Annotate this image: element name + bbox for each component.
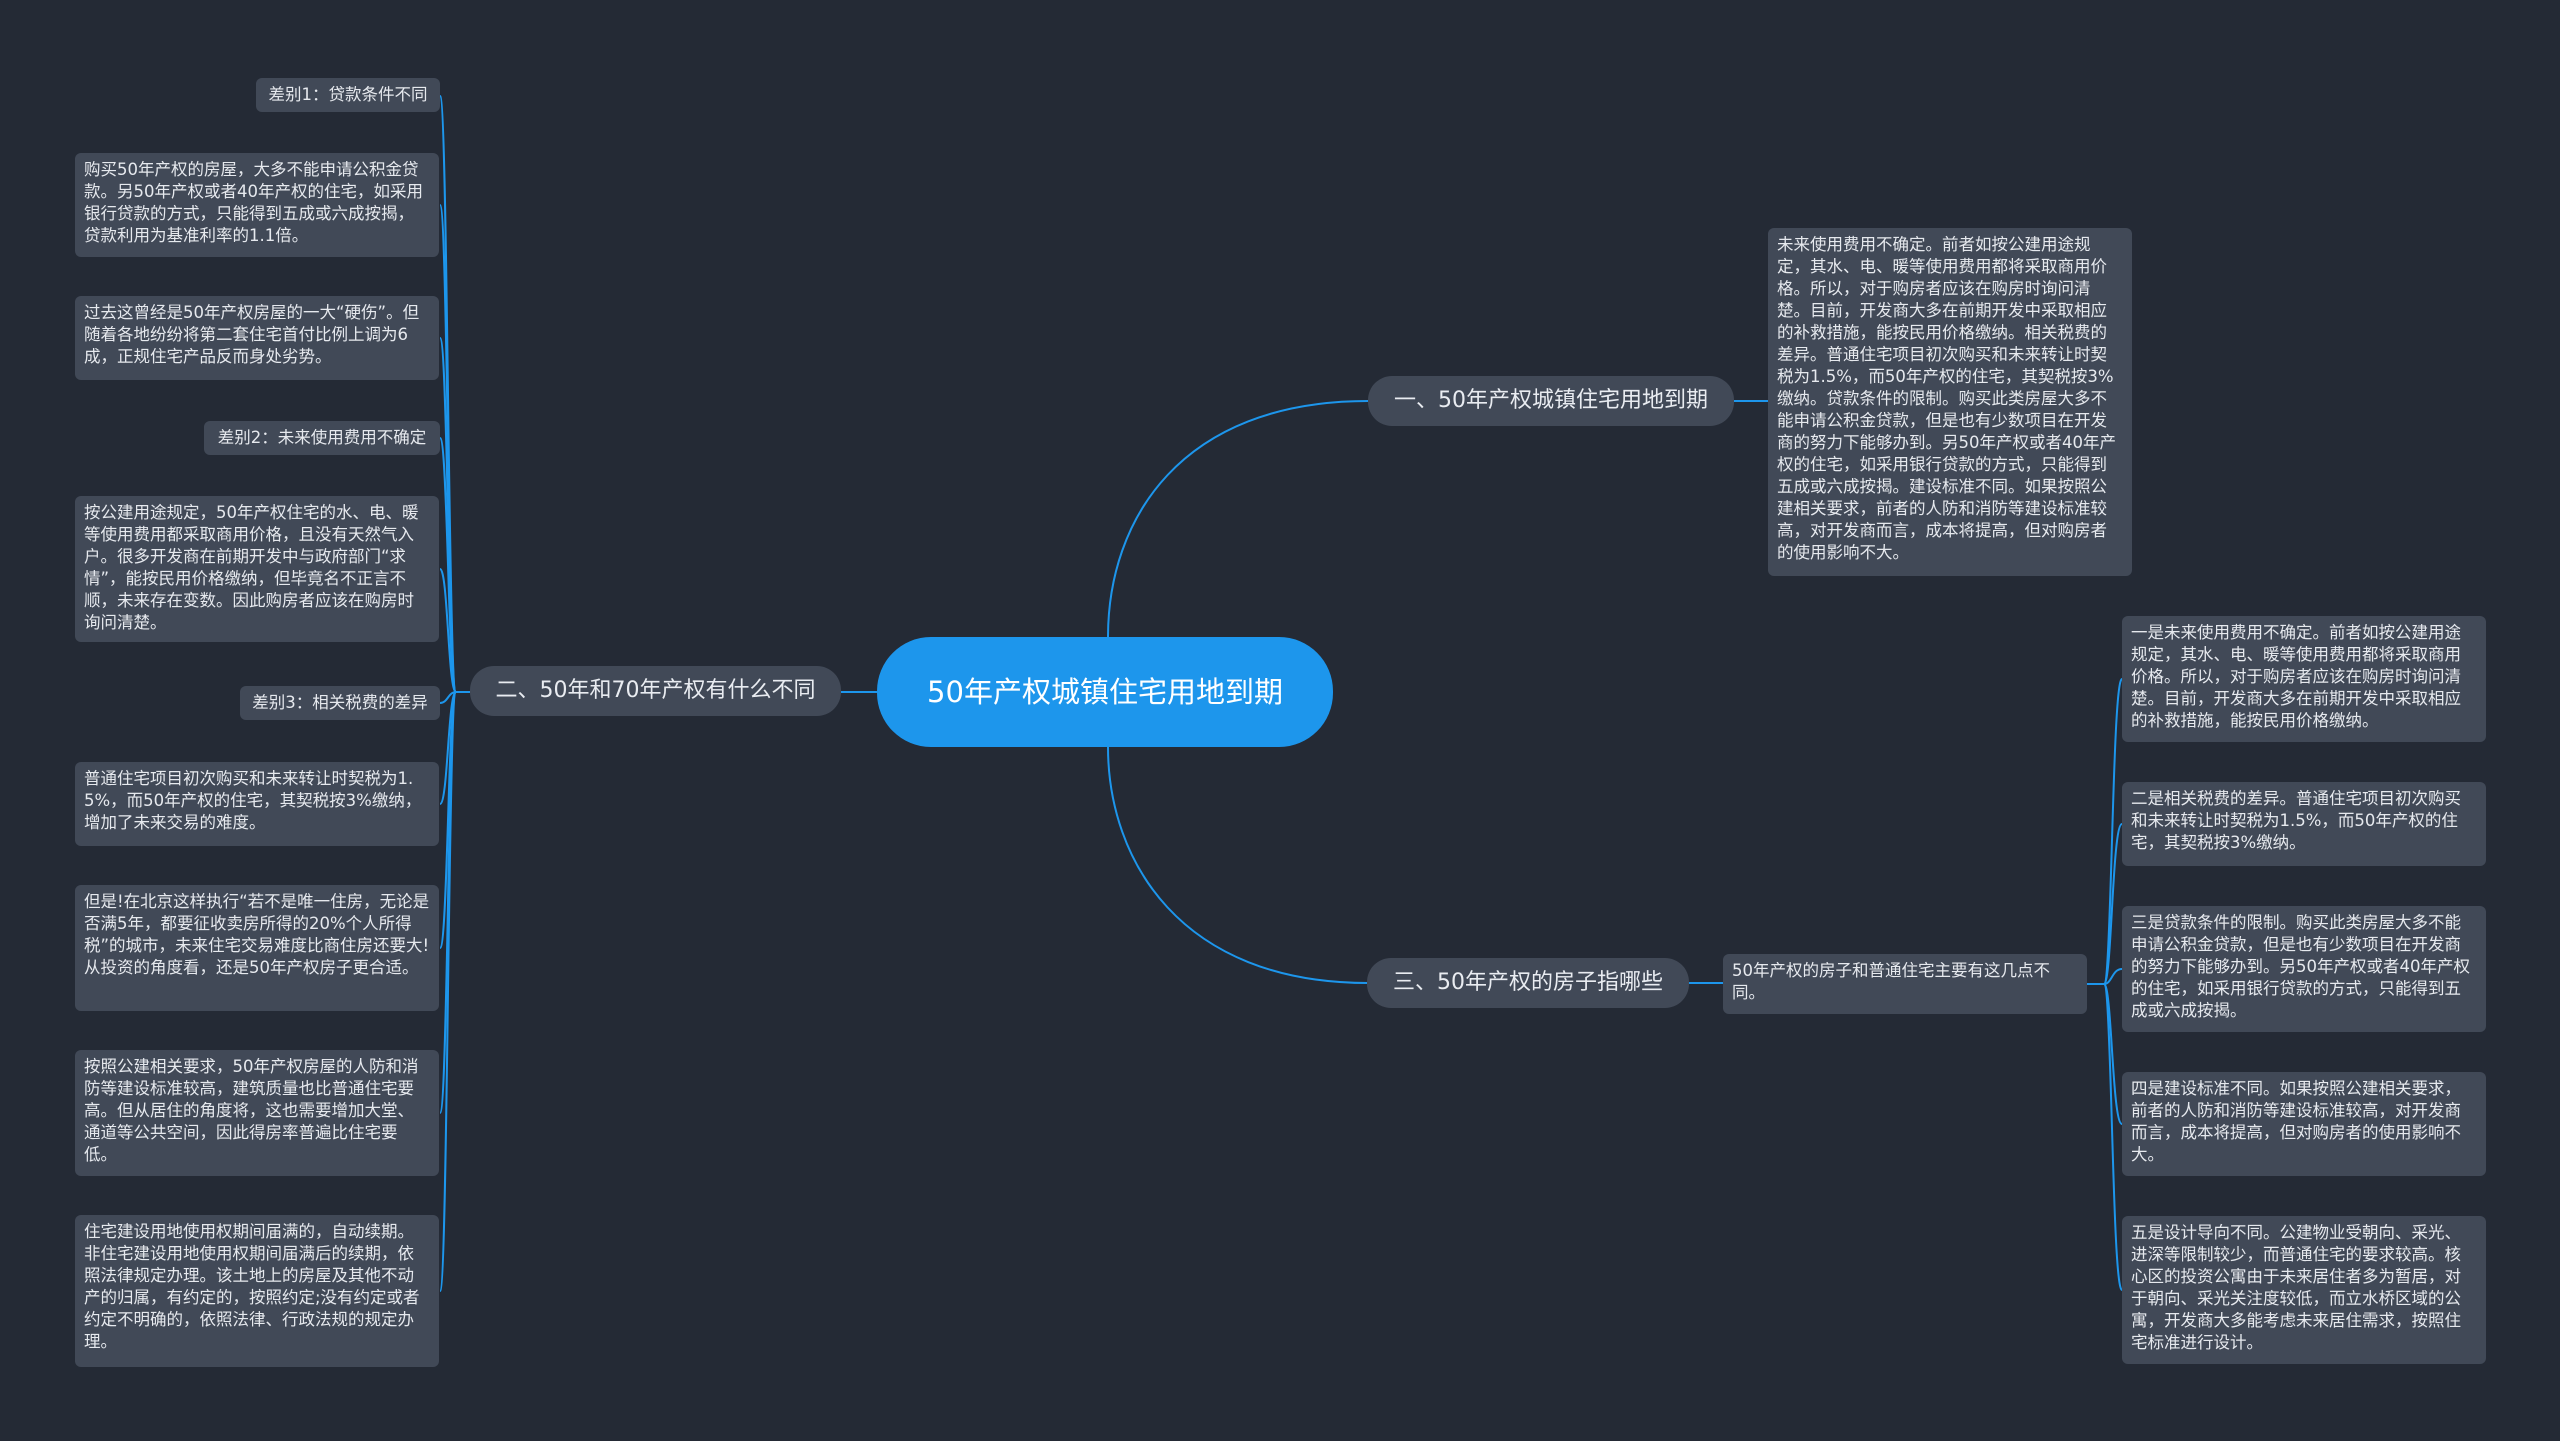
branch-3-item-5[interactable]: 五是设计导向不同。公建物业受朝向、采光、进深等限制较少，而普通住宅的要求较高。核… bbox=[2122, 1216, 2486, 1364]
root-topic[interactable]: 50年产权城镇住宅用地到期 bbox=[877, 637, 1333, 747]
link-root-branch-3 bbox=[1107, 746, 1369, 984]
branch-2-item-2[interactable]: 购买50年产权的房屋，大多不能申请公积金贷款。另50年产权或者40年产权的住宅，… bbox=[75, 153, 439, 257]
link-branch-3-item-5 bbox=[2103, 983, 2123, 1291]
branch-2-item-6[interactable]: 差别3：相关税费的差异 bbox=[240, 686, 440, 720]
link-root-branch-1 bbox=[1107, 400, 1369, 638]
branch-3-item-2[interactable]: 二是相关税费的差异。普通住宅项目初次购买和未来转让时契税为1.5%，而50年产权… bbox=[2122, 782, 2486, 866]
branch-1-detail[interactable]: 未来使用费用不确定。前者如按公建用途规定，其水、电、暖等使用费用都将采取商用价格… bbox=[1768, 228, 2132, 576]
link-branch-2-item-4 bbox=[439, 437, 457, 693]
branch-2-item-1[interactable]: 差别1：贷款条件不同 bbox=[256, 78, 440, 112]
branch-2-item-7[interactable]: 普通住宅项目初次购买和未来转让时契税为1.5%，而50年产权的住宅，其契税按3%… bbox=[75, 762, 439, 846]
branch-2[interactable]: 二、50年和70年产权有什么不同 bbox=[470, 666, 841, 716]
branch-2-item-9[interactable]: 按照公建相关要求，50年产权房屋的人防和消防等建设标准较高，建筑质量也比普通住宅… bbox=[75, 1050, 439, 1176]
link-branch-2-item-10 bbox=[439, 691, 457, 1292]
branch-3-item-3[interactable]: 三是贷款条件的限制。购买此类房屋大多不能申请公积金贷款，但是也有少数项目在开发商… bbox=[2122, 906, 2486, 1032]
branch-3-item-4[interactable]: 四是建设标准不同。如果按照公建相关要求，前者的人防和消防等建设标准较高，对开发商… bbox=[2122, 1072, 2486, 1176]
branch-3-item-1[interactable]: 一是未来使用费用不确定。前者如按公建用途规定，其水、电、暖等使用费用都将采取商用… bbox=[2122, 616, 2486, 742]
link-branch-3-item-3 bbox=[2103, 968, 2123, 985]
link-branch-3-item-2 bbox=[2103, 823, 2123, 985]
link-branch-2-item-5 bbox=[439, 568, 457, 693]
branch-2-item-10[interactable]: 住宅建设用地使用权期间届满的，自动续期。非住宅建设用地使用权期间届满后的续期，依… bbox=[75, 1215, 439, 1367]
root-topic-label: 50年产权城镇住宅用地到期 bbox=[927, 675, 1283, 709]
branch-1[interactable]: 一、50年产权城镇住宅用地到期 bbox=[1368, 376, 1734, 426]
branch-3[interactable]: 三、50年产权的房子指哪些 bbox=[1367, 958, 1689, 1008]
branch-2-item-8[interactable]: 但是!在北京这样执行“若不是唯一住房，无论是否满5年，都要征收卖房所得的20%个… bbox=[75, 885, 439, 1011]
branch-2-item-3[interactable]: 过去这曾经是50年产权房屋的一大“硬伤”。但随着各地纷纷将第二套住宅首付比例上调… bbox=[75, 296, 439, 380]
branch-2-item-5[interactable]: 按公建用途规定，50年产权住宅的水、电、暖等使用费用都采取商用价格，且没有天然气… bbox=[75, 496, 439, 642]
branch-2-item-4[interactable]: 差别2：未来使用费用不确定 bbox=[204, 421, 440, 455]
branch-3-intro[interactable]: 50年产权的房子和普通住宅主要有这几点不同。 bbox=[1723, 954, 2087, 1014]
